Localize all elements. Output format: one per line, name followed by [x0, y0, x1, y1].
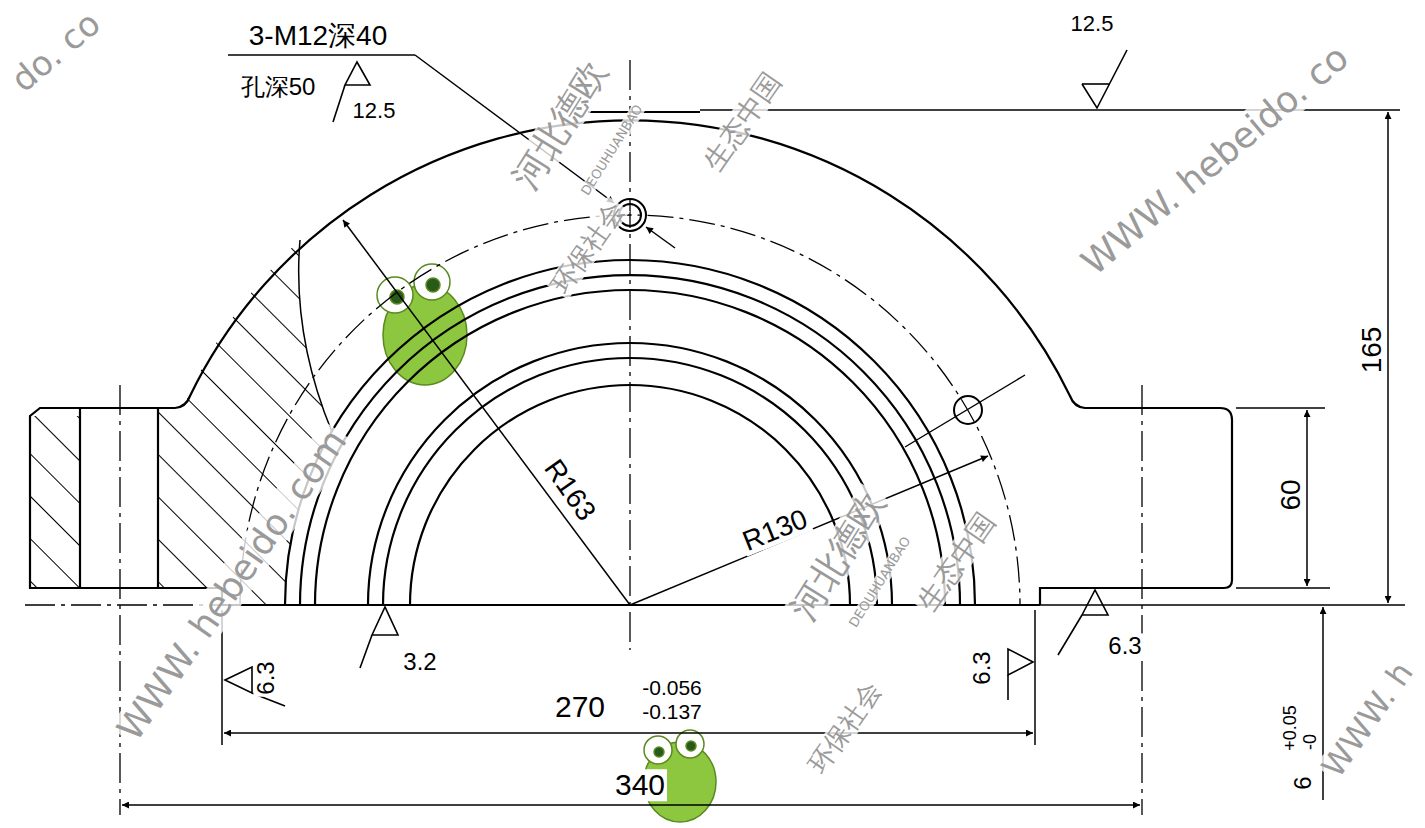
roughness-value: 6.3 — [969, 649, 994, 686]
roughness-symbol — [225, 50, 1127, 706]
watermark: do. co — [4, 4, 109, 100]
dimension: 6 — [1290, 774, 1315, 791]
roughness-value: 12.5 — [351, 99, 398, 122]
radius-dimension: R163 — [538, 453, 603, 528]
watermark: WWW. h — [1316, 655, 1421, 786]
mascot — [377, 264, 716, 822]
tolerance: -0.056 — [640, 677, 704, 699]
roughness-value: 12.5 — [1069, 12, 1116, 35]
thread-note: 3-M12深40 — [247, 21, 390, 50]
dimension: 165 — [1357, 325, 1386, 376]
roughness-value: 6.3 — [1106, 633, 1143, 658]
watermark: WWW. hebeido. com — [109, 421, 354, 749]
tolerance: -0.137 — [640, 701, 704, 723]
watermark: 环保社会 — [803, 676, 887, 780]
section-hatch — [30, 240, 332, 605]
watermark: WWW. hebeido. co — [1073, 37, 1357, 284]
radius-dimension: R130 — [737, 503, 814, 557]
threaded-hole — [614, 199, 1025, 447]
dimension: 270 — [553, 691, 607, 723]
hole-depth-note: 孔深50 — [239, 74, 318, 99]
roughness-value: 6.3 — [253, 659, 278, 696]
dimension: 340 — [613, 769, 667, 801]
watermark: 生态中国 — [911, 506, 1002, 618]
tolerance: +0.05 — [1281, 703, 1300, 753]
dimension: 60 — [1276, 477, 1305, 512]
roughness-value: 3.2 — [401, 649, 438, 674]
watermark: 环保社会 — [546, 196, 630, 300]
tolerance: -0 — [1301, 732, 1320, 752]
watermark: 生态中国 — [697, 66, 788, 178]
housing-outline — [30, 112, 1232, 605]
